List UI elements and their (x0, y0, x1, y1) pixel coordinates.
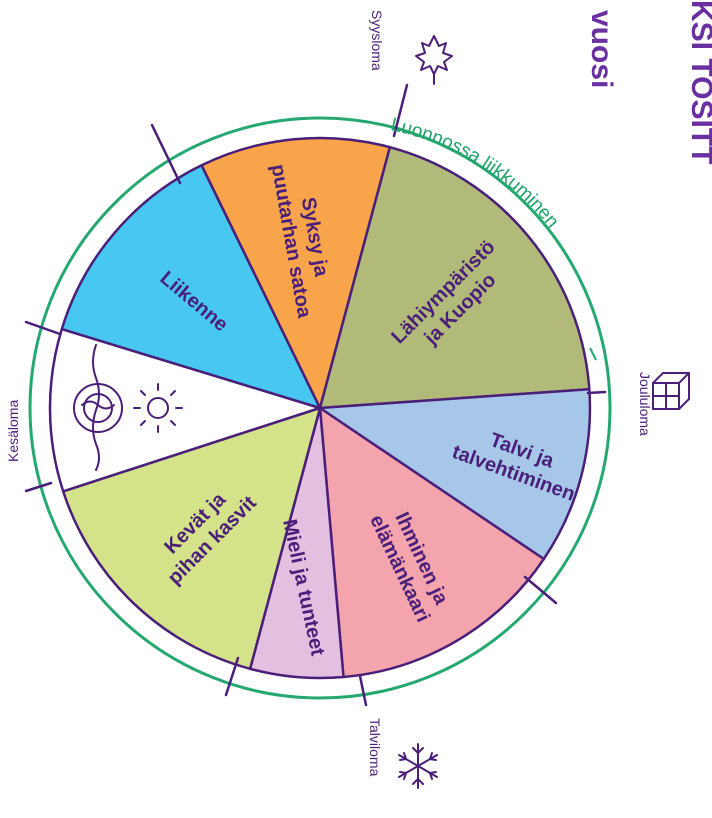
segment-liikenne (60, 164, 322, 410)
segment-ihminen (318, 406, 546, 679)
segments (48, 136, 592, 680)
maple-leaf-icon (415, 35, 453, 85)
segment-syksy (200, 136, 392, 410)
segment-summer (48, 327, 322, 493)
snowflake-icon (398, 743, 438, 789)
vacation-label-joululoma: Joululoma (637, 372, 653, 436)
vacation-label-syysloma: Syysloma (369, 10, 385, 71)
divider-ihminen-talvi (523, 575, 558, 605)
divider-kesaloma (24, 481, 53, 493)
divider-joululoma (586, 390, 607, 395)
title: vuosi KSI TOSITT (585, 0, 712, 164)
summer-symbols (73, 344, 183, 471)
vacation-label-kesaloma: Kesäloma (5, 400, 21, 462)
vacation-label-talviloma: Talviloma (367, 718, 383, 777)
divider-talviloma (358, 674, 368, 707)
ring-label-dash (589, 347, 597, 361)
sun-icon (133, 383, 183, 433)
divider-syysloma (392, 83, 409, 138)
divider-kevat-mieli (224, 656, 240, 697)
segment-lahiymparisto (318, 145, 591, 410)
segment-talvi (318, 387, 592, 561)
vacation-dividers (24, 83, 607, 707)
divider-liikenne-syksy (150, 123, 182, 185)
divider-summer-liikenne (24, 320, 62, 336)
gift-box-icon (652, 372, 690, 410)
outer-ring (28, 116, 612, 700)
title-line2: KSI TOSITT (685, 0, 712, 164)
segment-kevat (61, 406, 322, 671)
title-line1: vuosi (585, 10, 618, 88)
water-wave-icon (73, 344, 123, 471)
